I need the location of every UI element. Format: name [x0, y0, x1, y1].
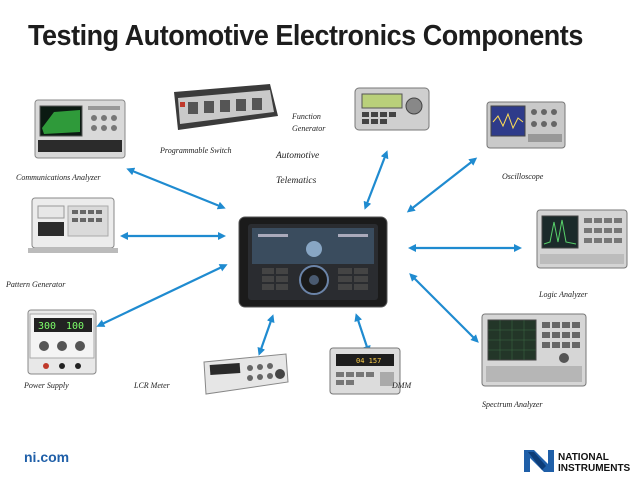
label-spectrum-analyzer: Spectrum Analyzer	[482, 400, 543, 409]
slide-title: Testing Automotive Electronics Component…	[28, 20, 583, 52]
oscilloscope-image	[486, 101, 566, 149]
dmm-image: 04 157	[329, 347, 401, 395]
label-power-supply: Power Supply	[24, 381, 69, 390]
arrow-oscilloscope	[406, 157, 478, 213]
power-supply-image: 300 100	[27, 309, 97, 375]
arrow-lcr-meter	[257, 314, 275, 356]
label-pattern-generator: Pattern Generator	[6, 280, 66, 289]
label-function-generator-line1: Function	[292, 112, 321, 121]
national-instruments-logo: NATIONAL INSTRUMENTS	[524, 450, 631, 474]
label-programmable-switch: Programmable Switch	[160, 146, 232, 155]
label-lcr-meter: LCR Meter	[134, 381, 170, 390]
arrow-spectrum-analyzer	[409, 273, 479, 343]
logic-analyzer-image	[536, 209, 628, 269]
lcr-meter-image	[203, 353, 289, 395]
arrow-communications-analyzer	[126, 167, 226, 210]
label-telematics: Telematics	[276, 176, 317, 186]
power-supply-readout-2: 100	[66, 321, 84, 332]
arrow-power-supply	[96, 264, 228, 327]
label-dmm: DMM	[392, 381, 412, 390]
label-communications-analyzer: Communications Analyzer	[16, 173, 101, 182]
dmm-readout: 04 157	[356, 357, 381, 365]
footer-site-link[interactable]: ni.com	[24, 449, 70, 465]
arrow-function-generator	[363, 150, 389, 210]
logo-text-line2: INSTRUMENTS	[558, 463, 631, 474]
arrow-dmm	[354, 313, 371, 354]
label-logic-analyzer: Logic Analyzer	[539, 290, 588, 299]
telematics-unit	[238, 216, 388, 308]
programmable-switch-image	[174, 84, 278, 130]
pattern-generator-image	[28, 197, 118, 253]
spectrum-analyzer-image	[481, 313, 587, 387]
power-supply-readout-1: 300	[38, 321, 56, 332]
label-automotive: Automotive	[276, 151, 320, 161]
communications-analyzer-image	[34, 99, 126, 159]
function-generator-image	[354, 87, 430, 131]
label-oscilloscope: Oscilloscope	[502, 172, 544, 181]
logo-text-line1: NATIONAL	[558, 452, 609, 463]
label-function-generator-line2: Generator	[292, 124, 326, 133]
